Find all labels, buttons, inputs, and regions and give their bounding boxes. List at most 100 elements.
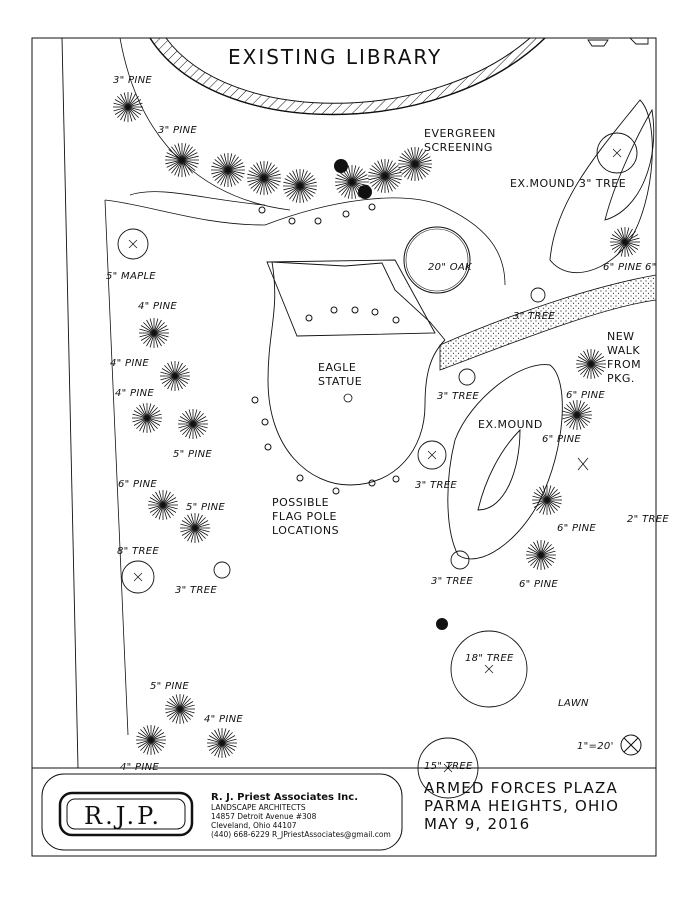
evergreen-tree (211, 153, 245, 187)
tree-label: 2" TREE (627, 514, 669, 525)
pine-tree (136, 725, 166, 755)
tree-label: 3" TREE (513, 311, 555, 322)
firm-line: Cleveland, Ohio 44107 (211, 821, 297, 830)
tree-label: 5" PINE (150, 681, 189, 692)
tree-label: 3" PINE (158, 125, 197, 136)
flag-pole-marker (392, 316, 400, 324)
tree-center-mark (484, 664, 494, 674)
large-trees (117, 132, 638, 799)
evergreen-tree (335, 165, 369, 199)
tree-label: 6" PINE (557, 523, 596, 534)
evergreen-tree (398, 147, 432, 181)
flag-pole-marker (258, 206, 266, 214)
tree-label: 6" PINE (519, 579, 558, 590)
tree-label: 5" MAPLE (106, 271, 156, 282)
tree-label: 3" PINE (113, 75, 152, 86)
project-title: ARMED FORCES PLAZA (424, 779, 618, 797)
pine-trees (113, 92, 640, 758)
pine-tree (526, 540, 556, 570)
oak-tree-20-inch (403, 226, 471, 294)
eagle-label-2: STATUE (318, 375, 362, 388)
flag-pole-marker (392, 475, 400, 483)
flag-pole-marker (296, 474, 304, 482)
new-walk (439, 274, 657, 371)
oak-label: 20" OAK (428, 262, 473, 273)
sheet-border (31, 37, 657, 857)
evergreen-tree (283, 169, 317, 203)
tree-center-mark (133, 572, 143, 582)
firm-logo: R.J.P. (84, 802, 162, 830)
flag-pole-marker (332, 487, 340, 495)
project-location: PARMA HEIGHTS, OHIO (424, 797, 619, 815)
flag-pole-marker (264, 443, 272, 451)
evergreen-tree (247, 161, 281, 195)
central-plaza (266, 259, 446, 486)
evergreen-label-1: EVERGREEN (424, 127, 496, 140)
project-date: MAY 9, 2016 (424, 815, 530, 833)
evergreen-tree (368, 159, 402, 193)
pine-tree (178, 409, 208, 439)
tree-label: 3" TREE (175, 585, 217, 596)
evergreen-label-2: SCREENING (424, 141, 493, 154)
walkways (104, 191, 506, 736)
tree-label: 5" PINE (173, 449, 212, 460)
exmound-label: EX.MOUND (478, 418, 543, 431)
flag-pole-marker (288, 217, 296, 225)
tree-label: 6" (645, 262, 657, 273)
pine-tree (113, 92, 143, 122)
pine-tree (532, 485, 562, 515)
flag-pole-marker (371, 308, 379, 316)
flag-pole-marker (342, 210, 350, 218)
walk-label-2: WALK (607, 344, 640, 357)
pine-tree (132, 403, 162, 433)
evergreen-screening (165, 143, 432, 203)
building-fragments (587, 37, 649, 47)
eagle-statue-marker (343, 393, 353, 403)
flag-pole-marker (261, 418, 269, 426)
tree-label: 18" TREE (465, 653, 514, 664)
property-line (61, 37, 79, 769)
tree-label: 4" PINE (110, 358, 149, 369)
lawn-label: LAWN (558, 698, 589, 709)
firm-line: 14857 Detroit Avenue #308 (211, 812, 317, 821)
flag-pole-marker (330, 306, 338, 314)
firm-line: (440) 668-6229 R_JPriestAssociates@gmail… (211, 830, 391, 839)
pine-tree (160, 361, 190, 391)
pine-tree (207, 728, 237, 758)
tree-label: 3" TREE (415, 480, 457, 491)
tree-label: 3" TREE (431, 576, 473, 587)
flag-pole-marker (314, 217, 322, 225)
tree-center-mark (128, 239, 138, 249)
existing-tree-dark (334, 159, 348, 173)
walk-label-1: NEW (607, 330, 635, 343)
firm-name: R. J. Priest Associates Inc. (211, 792, 358, 803)
title-block (32, 767, 656, 851)
tree-label: 6" PINE (603, 262, 642, 273)
tree-label: 6" PINE (542, 434, 581, 445)
tree-label: 4" PINE (115, 388, 154, 399)
tree-label: 6" PINE (118, 479, 157, 490)
flag-pole-locations (251, 203, 400, 495)
pine-tree (165, 694, 195, 724)
pine-tree (562, 400, 592, 430)
flag-pole-marker (368, 203, 376, 211)
flag-pole-marker (305, 314, 313, 322)
scale-label: 1"=20' (577, 741, 614, 752)
deciduous-trees (128, 148, 622, 773)
flag-pole-marker (251, 396, 259, 404)
tree-label: 8" TREE (117, 546, 159, 557)
flag-label-1: POSSIBLE (272, 496, 329, 509)
tree-label: 3" TREE (437, 391, 479, 402)
pine-tree (610, 227, 640, 257)
existing-tree-dark (358, 185, 372, 199)
walk-label-3: FROM (607, 358, 641, 371)
tree-label: 5" PINE (186, 502, 225, 513)
north-arrow-icon (620, 734, 642, 756)
eagle-label-1: EAGLE (318, 361, 356, 374)
exmound-top-label: EX.MOUND 3" TREE (510, 177, 626, 190)
tree-center-mark (427, 450, 437, 460)
existing-tree-dark (436, 618, 448, 630)
remove-marks (577, 457, 589, 471)
